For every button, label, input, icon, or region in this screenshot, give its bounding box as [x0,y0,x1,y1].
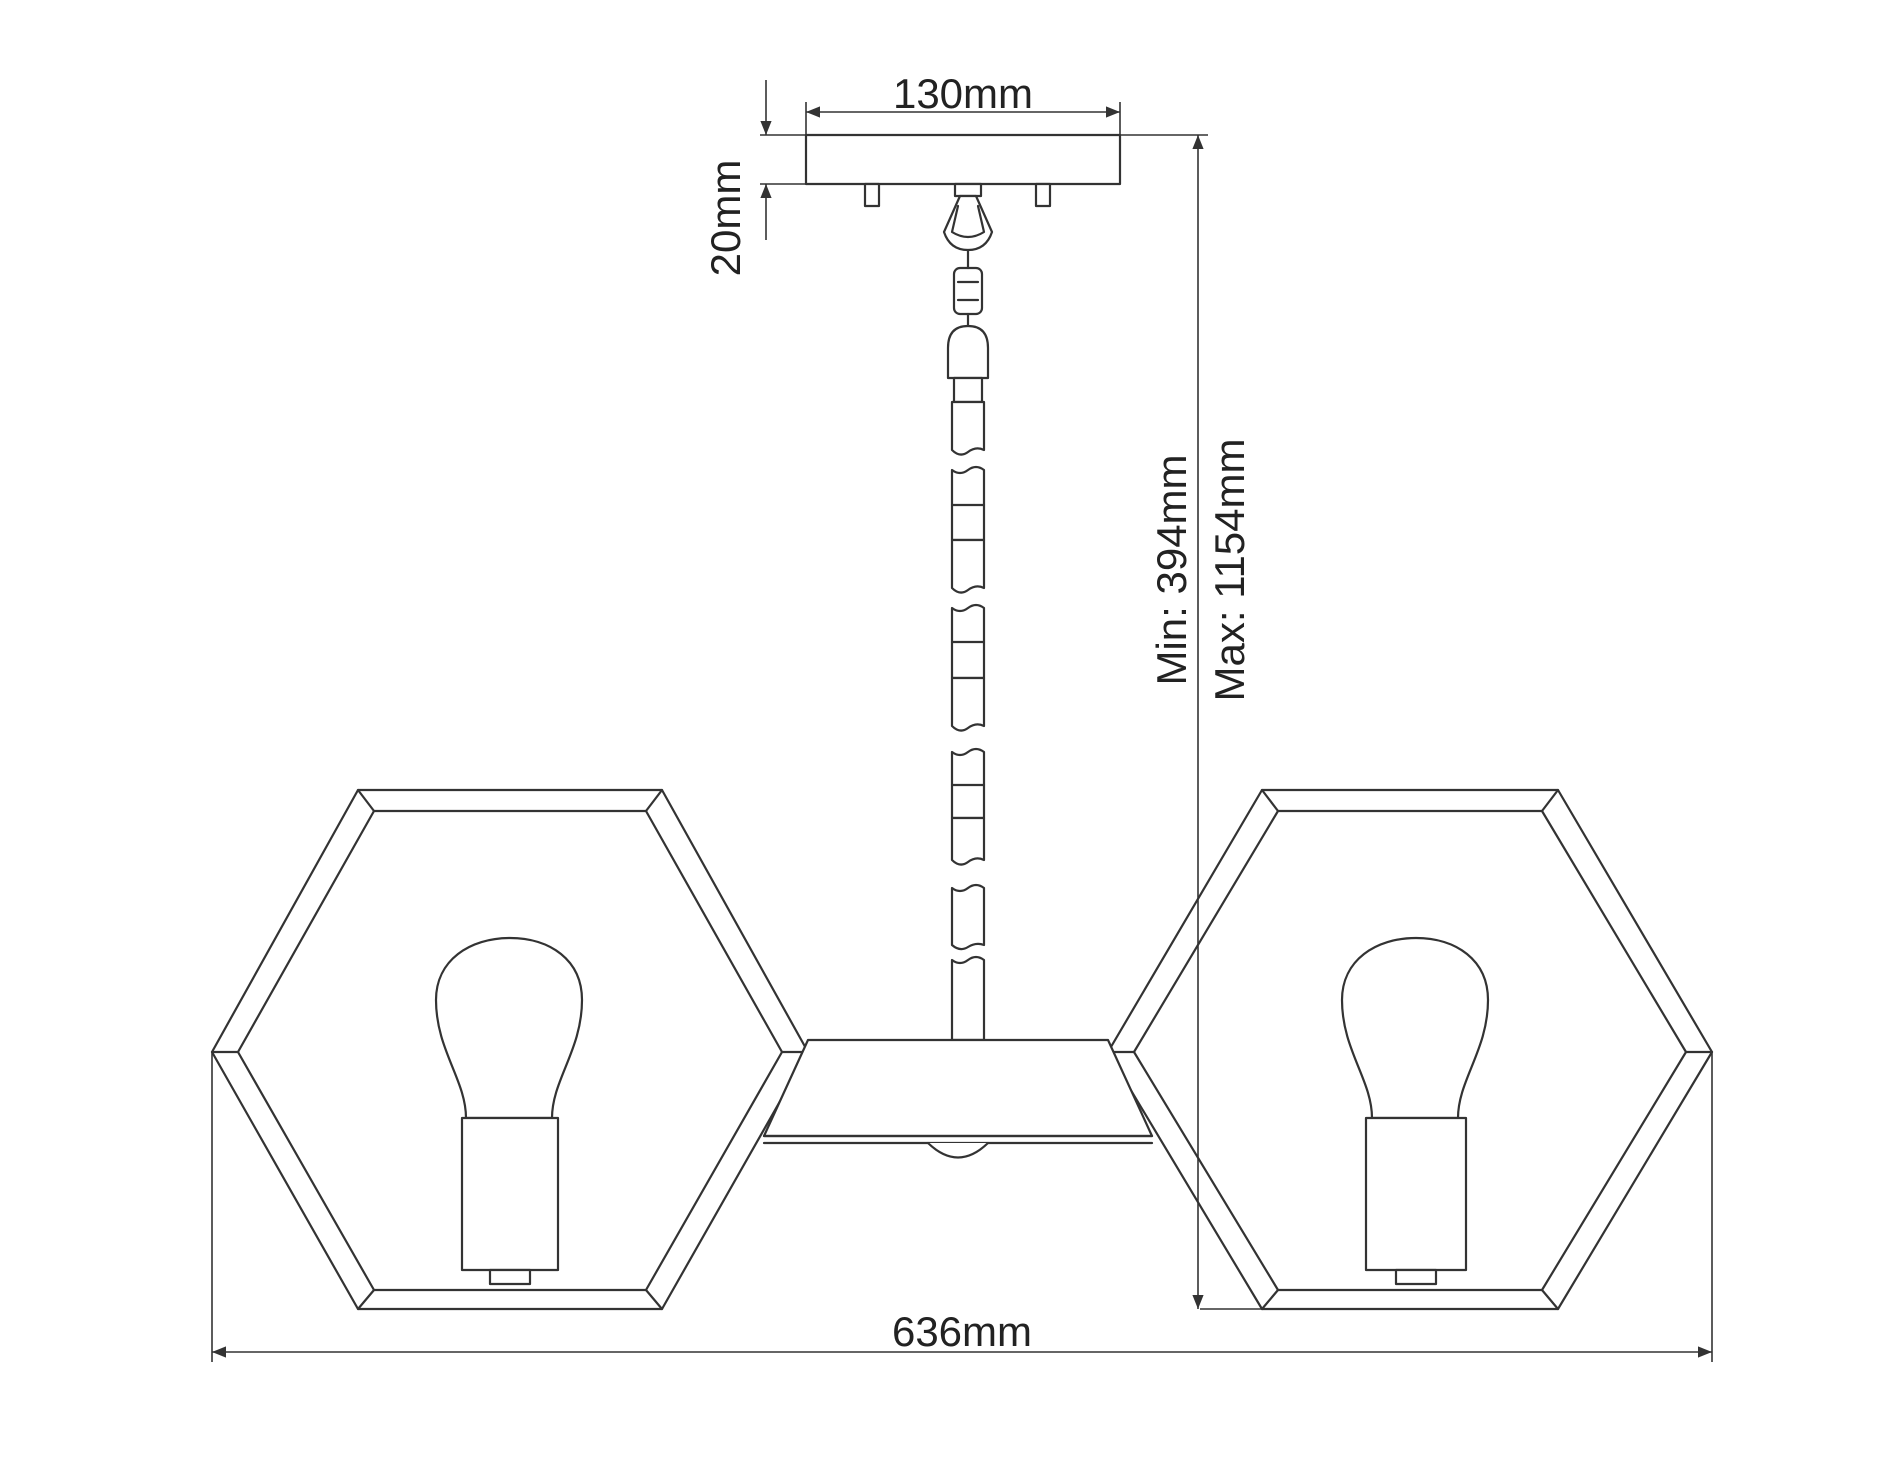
ceiling-canopy [804,133,1122,208]
overall-width-dimension [211,1052,1713,1362]
canopy-width-dimension [805,102,1121,180]
suspension-chain [942,194,994,1042]
overall-width-label: 636mm [892,1308,1032,1355]
canopy-width-label: 130mm [893,70,1033,117]
central-body [762,1038,1154,1159]
left-bulb [434,936,584,1286]
drop-min-label: Min: 394mm [1148,454,1195,685]
drop-height-dimension [1120,134,1262,1310]
canopy-height-dimension [760,80,806,240]
drop-max-label: Max: 1154mm [1206,439,1253,702]
canopy-height-label: 20mm [702,160,749,277]
right-bulb [1340,936,1490,1286]
